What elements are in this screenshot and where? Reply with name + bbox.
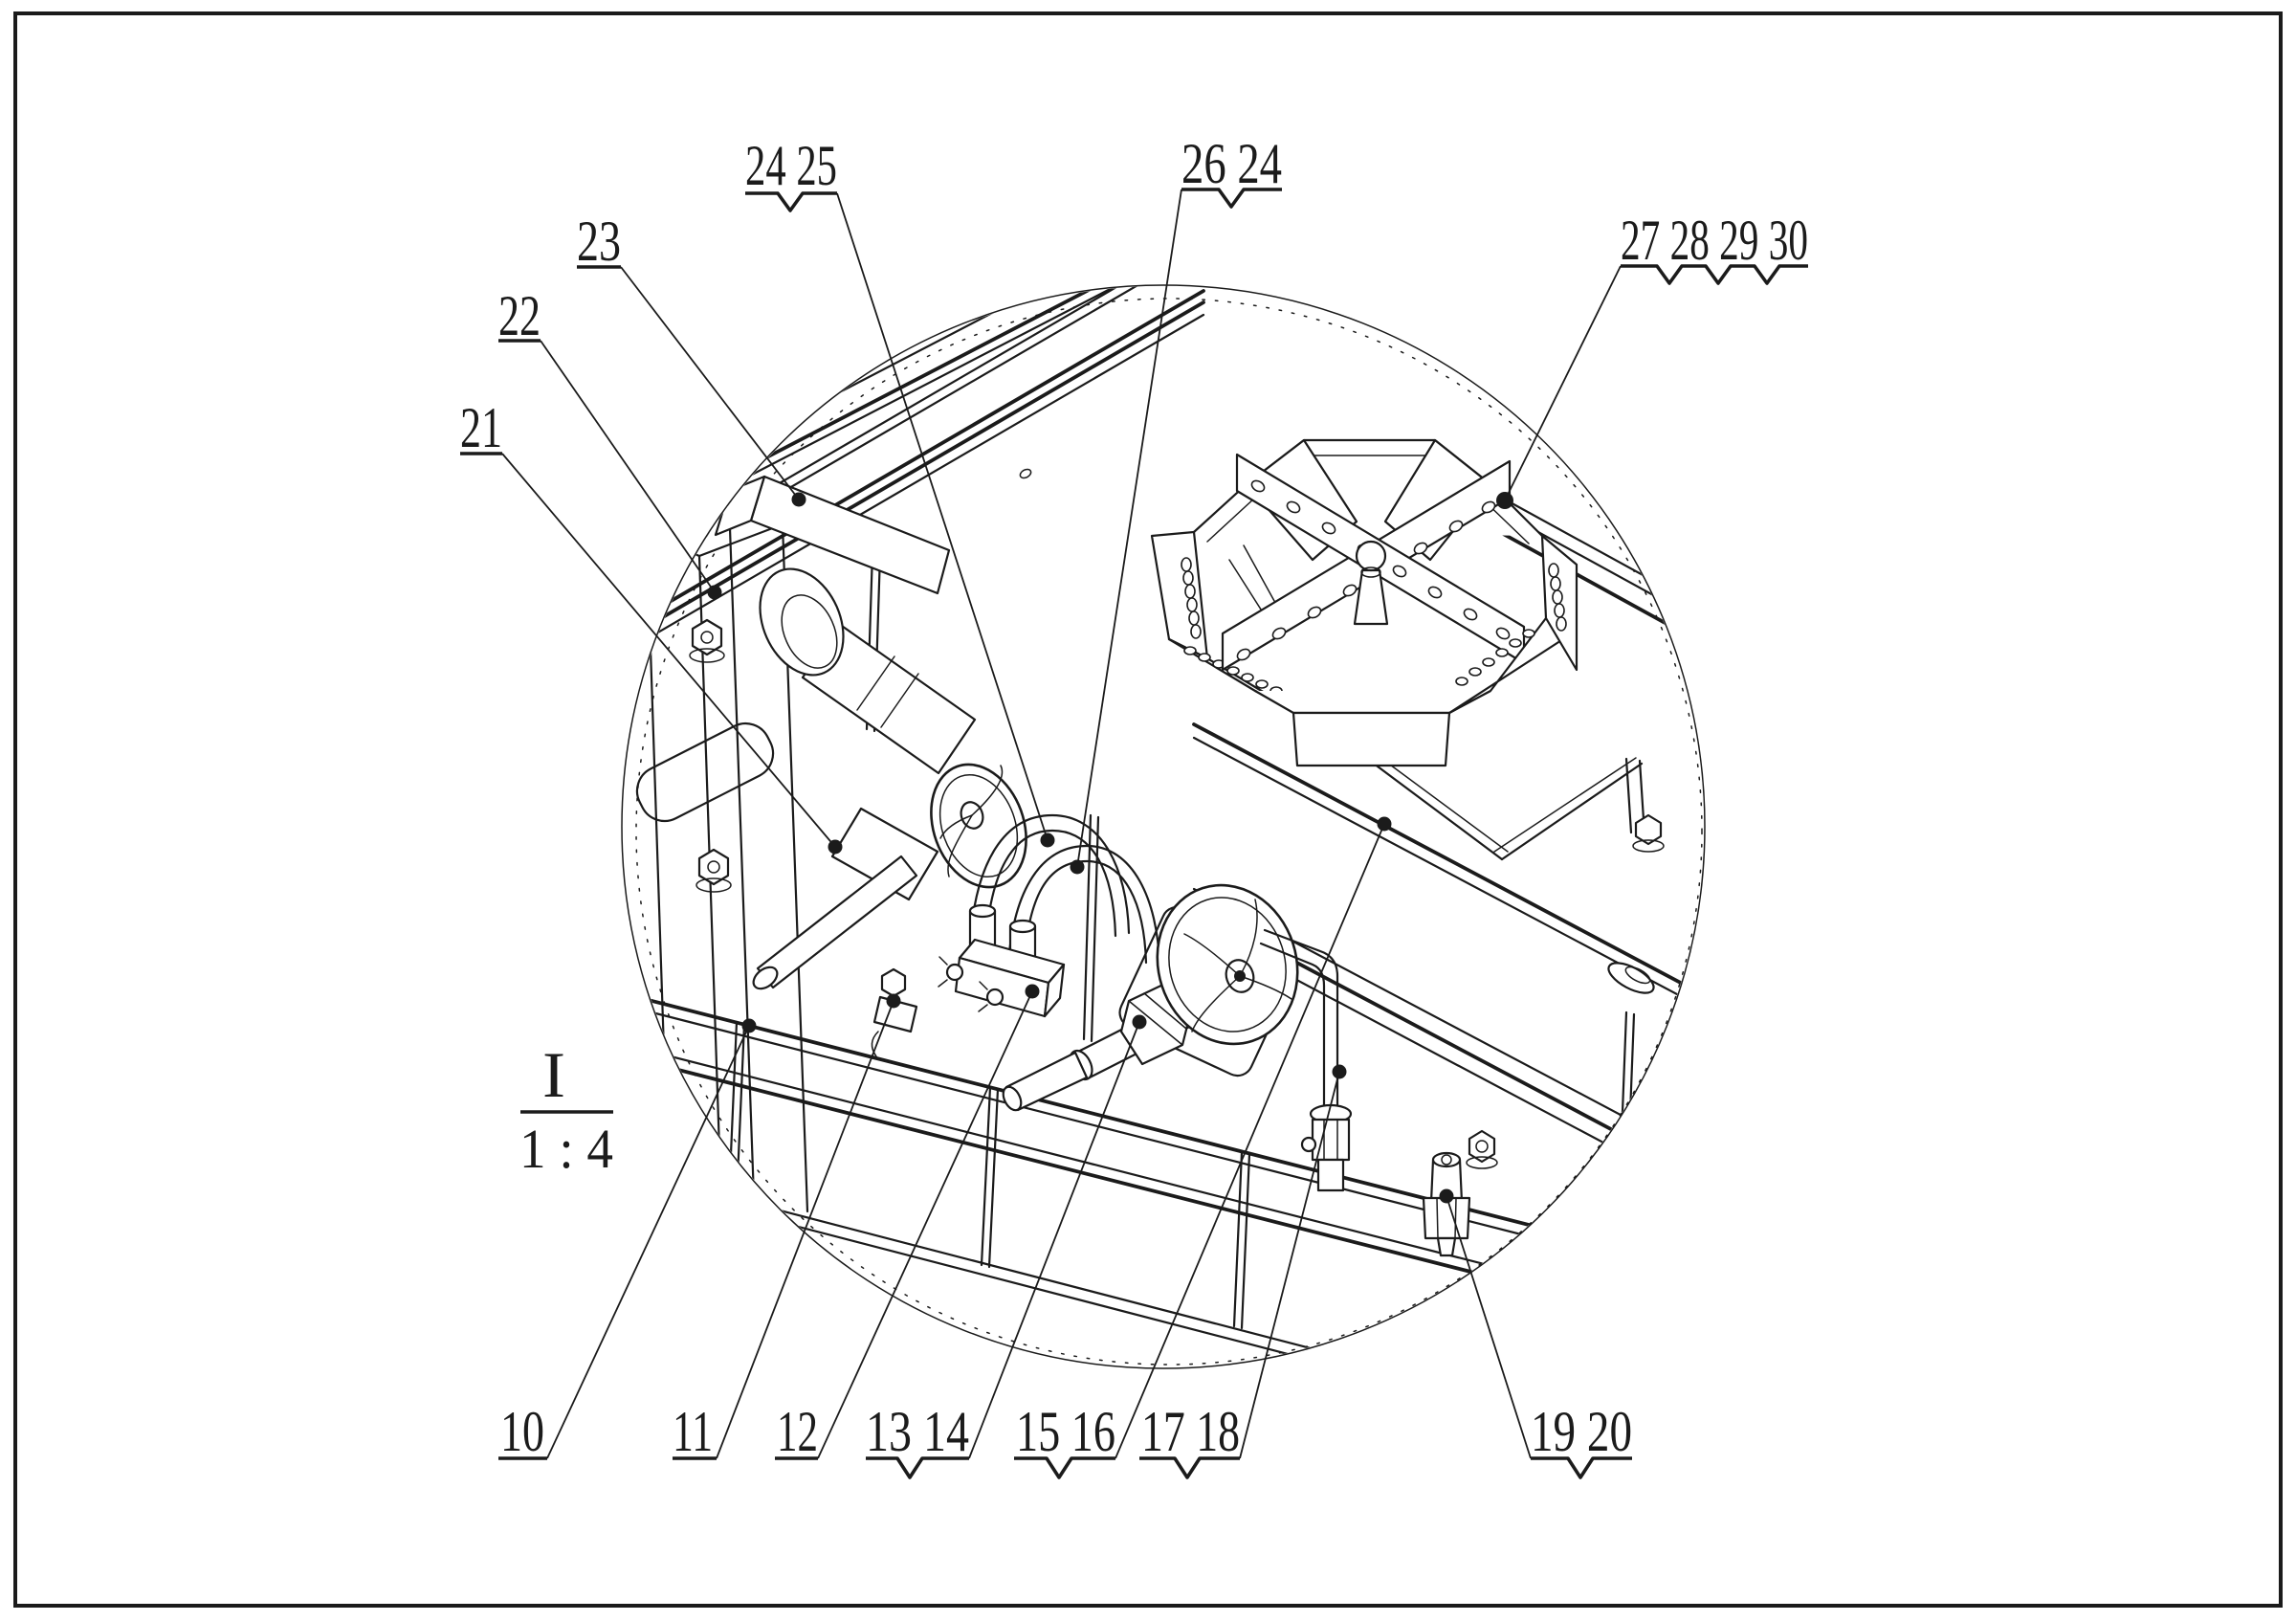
hex-nut	[1632, 813, 1665, 853]
pipe-clamp	[871, 967, 918, 1057]
callout-underlines	[460, 188, 1808, 1479]
callout-21: 21	[460, 396, 502, 459]
handwheel-2	[1156, 883, 1299, 1046]
venturi-valve-1	[752, 567, 1027, 990]
gas-manifold	[938, 903, 1066, 1018]
right-braces	[1364, 753, 1665, 861]
post-bolt-upper	[689, 618, 725, 663]
callout-13-14: 13 14	[866, 1400, 969, 1463]
rear-right-beams	[1486, 488, 1704, 649]
burner-head	[1150, 438, 1578, 767]
callout-24-25: 24 25	[745, 134, 837, 197]
detail-scale: 1 : 4	[519, 1118, 613, 1180]
callout-26-24: 26 24	[1181, 132, 1282, 195]
sheet-border	[13, 11, 2283, 1608]
callout-19-20: 19 20	[1531, 1400, 1632, 1463]
burner-holes-bar1	[1236, 500, 1496, 661]
callout-labels: 10 11 12 13 14 15 16 17 18 19 20 21 22 2…	[460, 132, 1808, 1479]
callout-22: 22	[498, 284, 541, 347]
nozzle-fitting	[1422, 1151, 1471, 1257]
callout-10: 10	[500, 1400, 544, 1463]
valve-2-assembly	[1002, 883, 1299, 1112]
callout-11: 11	[673, 1400, 713, 1463]
post-bolt-lower	[695, 848, 732, 893]
detail-circle	[621, 284, 1706, 1369]
callout-15-16: 15 16	[1016, 1400, 1115, 1463]
callout-17-18: 17 18	[1141, 1400, 1240, 1463]
leader-lines	[501, 189, 1622, 1459]
burner-holes-bottom-right	[1455, 629, 1535, 686]
machine-detail	[625, 286, 1704, 1367]
vertical-pipe	[1259, 928, 1353, 1192]
burner-holes-left	[1181, 557, 1202, 639]
detail-label: I	[542, 1038, 565, 1111]
panel-nut	[1466, 1129, 1498, 1169]
burner-holes-right	[1548, 563, 1567, 632]
callout-23: 23	[577, 210, 621, 273]
callout-27-28-29-30: 27 28 29 30	[1621, 209, 1808, 272]
callout-12: 12	[777, 1400, 818, 1463]
handwheel-1	[930, 763, 1027, 889]
u-pipes	[968, 813, 1161, 968]
detail-view-mark: I 1 : 4	[519, 1038, 613, 1180]
burner-center-ball	[1353, 540, 1389, 626]
